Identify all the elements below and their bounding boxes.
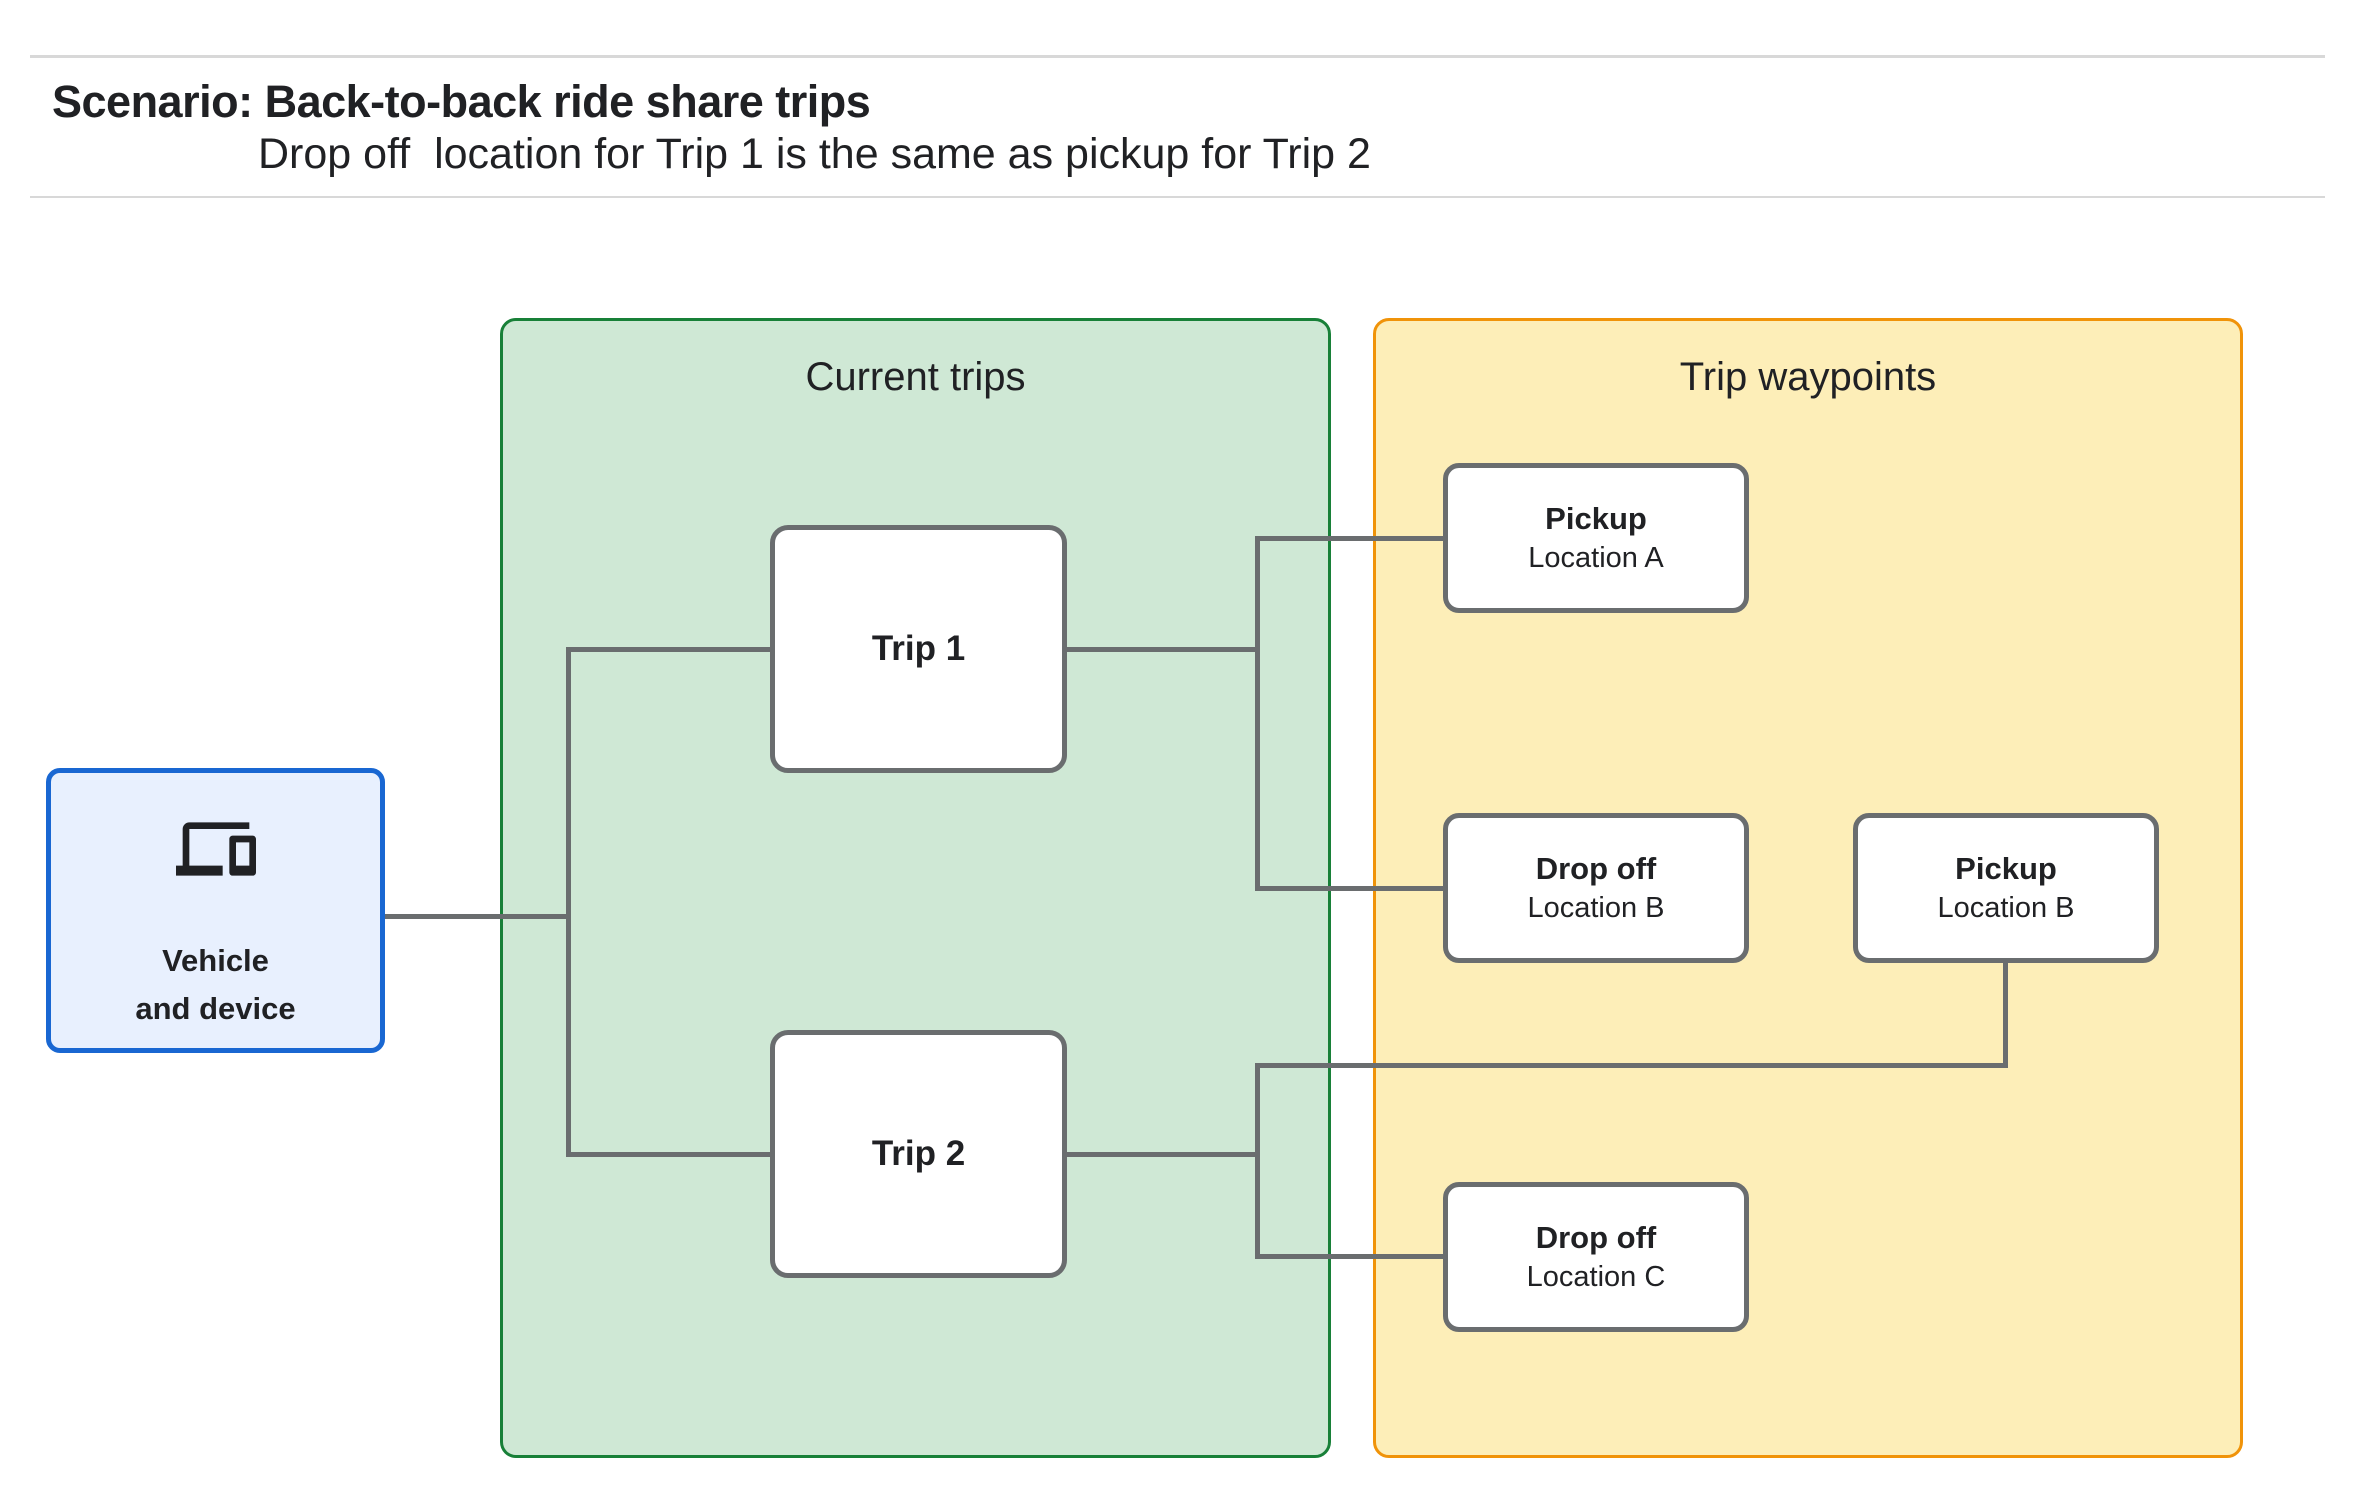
connector-trip2-to-trunk (1065, 1152, 1257, 1157)
trip-2-node: Trip 2 (770, 1030, 1067, 1278)
waypoint-pickup-location-b: Pickup Location B (1853, 813, 2159, 963)
group-current-trips-title: Current trips (805, 355, 1026, 399)
waypoint-title: Drop off (1535, 1220, 1657, 1255)
devices-icon (175, 822, 256, 876)
connector-trunk-to-trip1 (566, 647, 772, 652)
waypoint-dropoff-location-b: Drop off Location B (1443, 813, 1749, 963)
vehicle-label-line1: Vehicle (162, 943, 269, 978)
connector-trip1-to-trunk (1065, 647, 1257, 652)
connector-trunk-to-trip2 (566, 1152, 772, 1157)
connector-left-trunk (566, 647, 571, 1157)
trip-2-label: Trip 2 (871, 1134, 966, 1173)
waypoint-title: Pickup (1955, 851, 2057, 886)
vehicle-node: Vehicle and device (46, 768, 385, 1053)
vehicle-label: Vehicle and device (135, 937, 295, 1033)
waypoint-subtitle: Location C (1526, 1261, 1666, 1293)
connector-trip2-trunk (1255, 1063, 1260, 1259)
connector-to-dropoff-c (1255, 1254, 1445, 1259)
waypoint-subtitle: Location B (1527, 892, 1665, 924)
waypoint-dropoff-location-c: Drop off Location C (1443, 1182, 1749, 1332)
waypoint-subtitle: Location A (1528, 542, 1664, 574)
group-current-trips: Current trips (500, 318, 1331, 1458)
trip-1-node: Trip 1 (770, 525, 1067, 773)
page-subtitle: Drop off location for Trip 1 is the same… (258, 130, 1371, 178)
trip-1-label: Trip 1 (871, 629, 966, 668)
waypoint-subtitle: Location B (1937, 892, 2075, 924)
header-divider (30, 196, 2325, 198)
connector-to-pickup-a (1255, 536, 1445, 541)
connector-to-dropoff-b (1255, 886, 1445, 891)
waypoint-pickup-location-a: Pickup Location A (1443, 463, 1749, 613)
connector-trunk-to-pickup-b-run (1255, 1063, 2008, 1068)
vehicle-label-line2: and device (135, 991, 296, 1026)
group-trip-waypoints-title: Trip waypoints (1679, 355, 1937, 399)
waypoint-title: Drop off (1535, 851, 1657, 886)
connector-vehicle-to-trunk (385, 914, 570, 919)
page-title: Scenario: Back-to-back ride share trips (52, 76, 871, 127)
connector-pickup-b-drop (2003, 960, 2008, 1065)
top-divider (30, 55, 2325, 58)
waypoint-title: Pickup (1545, 501, 1647, 536)
connector-trip1-trunk (1255, 536, 1260, 891)
